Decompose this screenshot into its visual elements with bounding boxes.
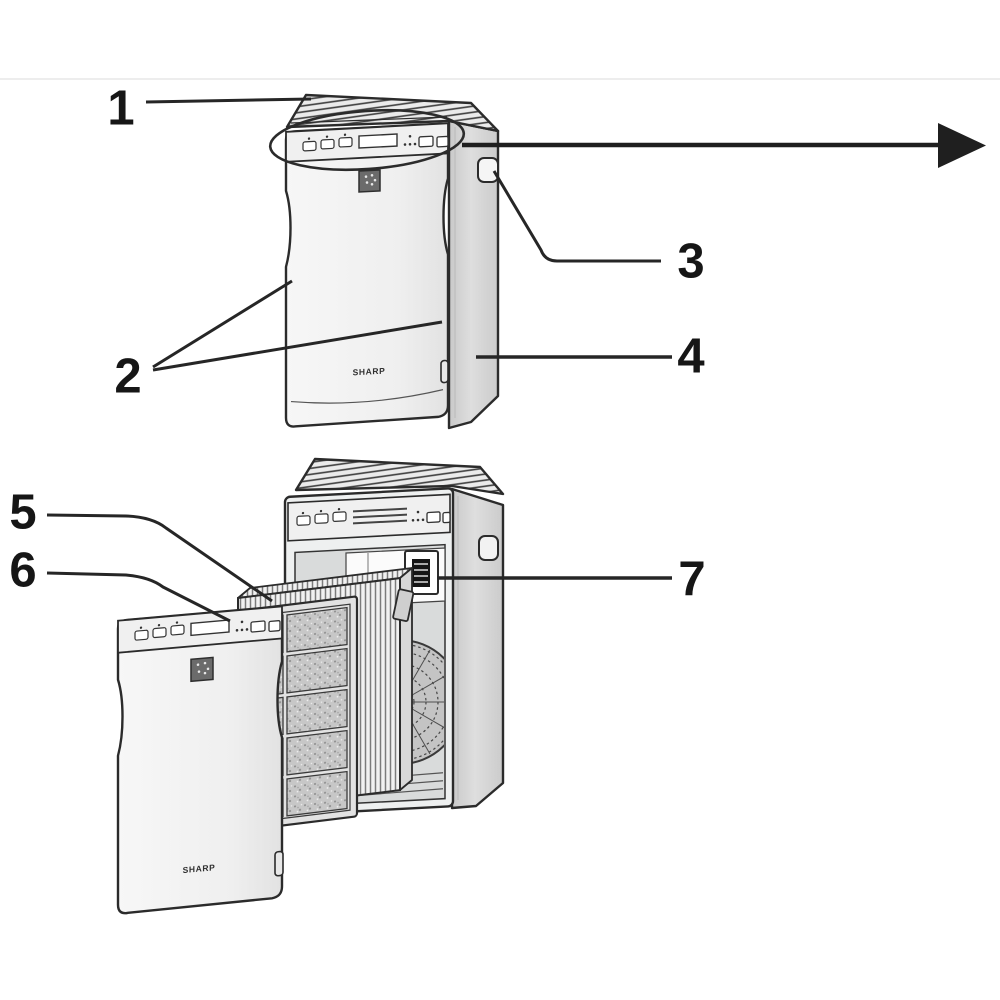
base-seam [290,389,444,404]
callout-5: 5 [9,485,37,540]
leader-line-5 [46,513,273,603]
panel-latch [440,359,449,384]
callout-6: 6 [9,543,37,598]
assembled-unit: SHARP [268,93,500,430]
callout-3: 3 [677,234,705,289]
leader-line-1 [145,97,312,104]
brand-logo-exploded-panel: SHARP [183,862,216,875]
status-led-dots [403,135,417,146]
exploded-unit: SHARP [116,457,505,915]
carry-handle [477,157,499,183]
control-panel-exploded [117,605,283,654]
vent-slots [353,507,407,525]
direction-arrow [462,123,986,168]
front-panel: SHARP [284,122,450,428]
leader-lines [46,97,672,623]
display-window [358,133,398,149]
mode-buttons [302,136,353,152]
arrowhead [938,123,986,168]
dust-sensor [404,550,439,595]
callout-1: 1 [107,81,135,136]
control-panel-highlight-ellipse [268,108,466,172]
leader-line-3 [492,170,661,263]
leader-line-6 [46,571,231,623]
leader-line-2b [152,320,443,372]
body-control-strip [287,493,451,542]
callout-7: 7 [678,552,706,607]
page-divider-line [0,78,1000,80]
main-body-top-grille [294,457,505,496]
brand-badge-exploded [190,656,214,683]
control-panel [285,122,449,163]
front-panel-exploded: SHARP [116,605,284,915]
brand-badge [358,169,381,193]
body-carry-handle [478,535,499,561]
brand-logo-top-unit: SHARP [353,366,386,378]
callout-2: 2 [114,349,142,404]
filter-pull-tab [392,588,415,622]
button-indicator-dots [307,133,347,140]
panel-latch-exploded [274,850,284,877]
leader-line-2a [152,279,293,369]
callout-4: 4 [677,329,705,384]
power-buttons [418,135,449,148]
